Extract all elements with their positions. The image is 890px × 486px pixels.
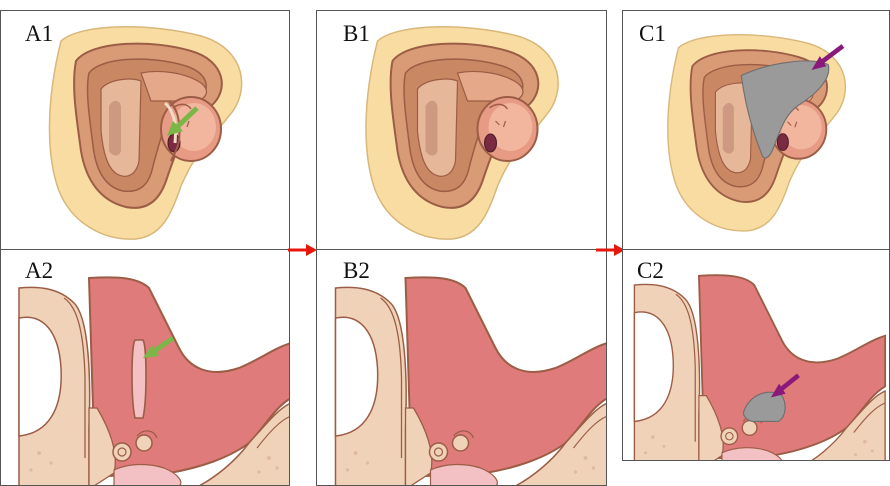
panel-a2: A2 bbox=[0, 249, 290, 486]
a2-sagittal-diagram bbox=[1, 250, 290, 486]
panel-c2: C2 bbox=[622, 249, 890, 461]
b1-label: B1 bbox=[343, 21, 370, 47]
b2-sagittal-diagram bbox=[317, 250, 607, 486]
b2-label: B2 bbox=[343, 258, 370, 284]
panel-a1: A1 bbox=[0, 10, 290, 250]
c1-label: C1 bbox=[639, 21, 666, 47]
red-right-arrow-icon bbox=[288, 243, 318, 257]
panel-c1: C1 bbox=[622, 10, 890, 250]
panel-b2: B2 bbox=[316, 249, 607, 486]
a2-label: A2 bbox=[25, 258, 53, 284]
panel-b1: B1 bbox=[316, 10, 607, 250]
c2-label: C2 bbox=[637, 258, 664, 284]
a1-label: A1 bbox=[25, 21, 53, 47]
